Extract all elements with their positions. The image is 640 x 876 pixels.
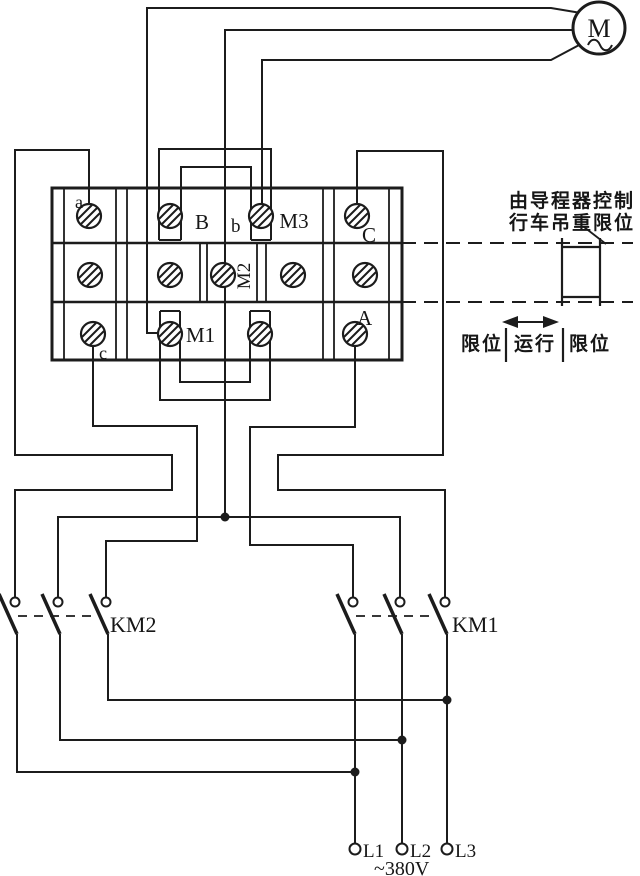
zone-run: 运行 (514, 332, 556, 355)
wire-km2-pole1-out (16, 634, 355, 773)
screw-icon (247, 202, 275, 230)
screw-icon (351, 261, 379, 289)
wire-km2-pole3-out (107, 634, 447, 701)
ac-symbol-icon (587, 38, 613, 52)
label-L3: L3 (455, 841, 476, 862)
screw-icon (75, 202, 103, 230)
screw-icon (156, 202, 184, 230)
wire-M2-to-motor (224, 29, 573, 517)
label-terminal-C: C (362, 223, 376, 247)
label-terminal-M3: M3 (279, 209, 308, 233)
screw-icon (341, 320, 369, 348)
zone-limit-left: 限位 (461, 332, 503, 355)
screw-icon (156, 320, 184, 348)
label-terminal-A: A (357, 306, 373, 330)
linkage-rails (402, 242, 633, 303)
wire-c-to-km2 (92, 346, 198, 597)
wires (14, 7, 582, 843)
label-terminal-a: a (75, 192, 83, 212)
limit-linkage (402, 226, 633, 306)
note-controller-line2: 行车吊重限位 (508, 211, 635, 234)
zone-bars (504, 328, 565, 362)
km2-blades (0, 593, 110, 635)
junction-dots (220, 512, 452, 777)
screw-icon (79, 320, 107, 348)
label-terminal-B: B (195, 210, 209, 234)
km1-blades (335, 593, 449, 635)
callout-line (583, 226, 607, 245)
label-terminal-c: c (99, 343, 107, 363)
wire-bus-M2 (57, 516, 401, 597)
contact-circles (9, 596, 451, 608)
contactors (0, 593, 451, 635)
arrow-right-icon (543, 316, 559, 328)
label-L2: L2 (410, 841, 431, 862)
screw-icon (246, 320, 274, 348)
label-terminal-M1: M1 (186, 323, 215, 347)
labels: a B b M3 C M2 M1 c A 由导程器控制 行车吊重限位 限位 运行… (75, 189, 635, 876)
screw-icon (279, 261, 307, 289)
wire-C-to-km1 (277, 150, 446, 597)
travel-zones (502, 316, 565, 362)
terminal-L3 (440, 842, 454, 856)
label-terminal-b: b (231, 216, 241, 237)
label-km2: KM2 (110, 612, 156, 637)
jumper-straps (158, 148, 272, 401)
screw-icon (209, 261, 237, 289)
label-voltage: ~380V (374, 858, 430, 876)
strap-B-M3 (158, 148, 272, 241)
motor-circle (571, 0, 627, 56)
terminal-screws (75, 202, 379, 348)
wire-A-to-km1 (249, 346, 356, 597)
traveling-nut (560, 238, 602, 306)
zone-limit-right: 限位 (569, 332, 611, 355)
screw-icon (76, 261, 104, 289)
wire-M3-to-motor (261, 43, 582, 204)
motor: M (571, 0, 627, 56)
terminal-block (50, 186, 404, 362)
arrow-left-icon (502, 316, 518, 328)
supply-terminals (348, 842, 454, 856)
label-km1: KM1 (452, 612, 498, 637)
wire-a-to-km2 (14, 149, 173, 597)
wire-km2-pole2-out (59, 634, 402, 741)
screw-icon (156, 261, 184, 289)
screw-icon (343, 202, 371, 230)
label-L1: L1 (363, 841, 384, 862)
note-controller-line1: 由导程器控制 (509, 189, 635, 212)
terminal-L1 (348, 842, 362, 856)
strap-M1 (159, 310, 271, 401)
label-terminal-M2: M2 (234, 263, 255, 289)
motor-label: M (587, 14, 610, 43)
terminal-L2 (395, 842, 409, 856)
wire-M1-to-motor (146, 7, 582, 334)
